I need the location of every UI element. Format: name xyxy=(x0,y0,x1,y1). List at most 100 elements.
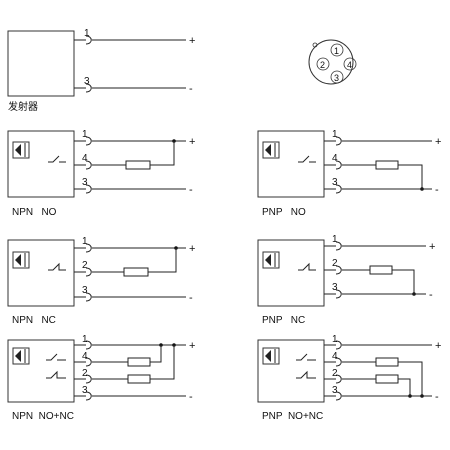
npn-no-terminal-3 xyxy=(85,184,92,194)
npn-no-minus-sign: - xyxy=(189,184,193,196)
pnp-nc-sensor-icon-arrow xyxy=(265,254,271,266)
npn-nonc-plus-sign: + xyxy=(189,340,195,352)
pnp-nonc-pin-3-label: 3 xyxy=(332,385,338,396)
pnp-no-sensor-icon-arrow xyxy=(265,144,271,156)
pnp-no-load-resistor xyxy=(375,160,399,170)
npn-nonc-switch-nc xyxy=(46,370,66,379)
pnp-nc-diagram: 1 + 2 3 - PNP NC xyxy=(257,234,435,326)
connector-outline xyxy=(308,39,354,85)
npn-nc-plus-sign: + xyxy=(189,243,195,255)
npn-nonc-pin-1-label: 1 xyxy=(82,334,88,345)
emitter-terminal-3 xyxy=(85,83,92,93)
npn-no-pin-4-label: 4 xyxy=(82,153,88,164)
npn-no-sensor-body xyxy=(7,130,75,198)
npn-nonc-terminal-4 xyxy=(85,357,92,367)
npn-no-pin-1-label: 1 xyxy=(82,129,88,140)
emitter-terminal-1 xyxy=(85,35,92,45)
pnp-nc-terminal-1 xyxy=(335,241,342,251)
npn-no-label: NPN NO xyxy=(12,207,57,218)
npn-nonc-pin-4-label: 4 xyxy=(82,351,88,362)
pnp-nc-terminal-2 xyxy=(335,265,342,275)
connector-pin-2 xyxy=(316,57,330,71)
pnp-nonc-terminal-1 xyxy=(335,340,342,350)
pnp-nonc-sensor-icon-arrow xyxy=(265,350,271,362)
pnp-nonc-label: PNP NO+NC xyxy=(262,411,323,422)
npn-no-plus-sign: + xyxy=(189,136,195,148)
pnp-nonc-switch-nc xyxy=(296,370,316,379)
pnp-nc-pin-1-label: 1 xyxy=(332,234,338,245)
connector-pin-2-label: 2 xyxy=(320,60,325,70)
pnp-nonc-plus-sign: + xyxy=(435,340,441,352)
connector-pin-1 xyxy=(330,43,344,57)
pnp-no-pin-3-label: 3 xyxy=(332,177,338,188)
npn-nc-minus-sign: - xyxy=(189,292,193,304)
npn-nc-label: NPN NC xyxy=(12,315,56,326)
npn-nonc-minus-sign: - xyxy=(189,391,193,403)
npn-nc-load-return xyxy=(148,248,177,273)
pnp-nonc-minus-sign: - xyxy=(435,391,439,403)
pnp-no-sensor-body xyxy=(257,130,325,198)
npn-no-switch xyxy=(48,155,66,163)
pnp-no-plus-sign: + xyxy=(435,136,441,148)
npn-no-terminal-4 xyxy=(85,160,92,170)
connector-pin-4 xyxy=(343,57,357,71)
pnp-nc-label: PNP NC xyxy=(262,315,305,326)
pnp-no-terminal-1 xyxy=(335,136,342,146)
npn-nonc-terminal-1 xyxy=(85,340,92,350)
npn-no-sensor-icon-arrow xyxy=(15,144,21,156)
npn-nc-terminal-1 xyxy=(85,243,92,253)
npn-nc-diagram: 1 + 2 3 - NPN NC xyxy=(7,236,195,326)
npn-nonc-sensor-icon-arrow xyxy=(15,350,21,362)
connector-pinout: 1 2 3 4 xyxy=(308,39,357,85)
npn-nonc-diagram: 1 + 4 2 3 - NPN NO+NC xyxy=(7,334,195,422)
pnp-nonc-pin-1-label: 1 xyxy=(332,334,338,345)
pnp-nonc-return-nc xyxy=(398,378,411,396)
connector-key xyxy=(312,42,318,48)
pnp-no-pin-4-label: 4 xyxy=(332,153,338,164)
pnp-nc-load-return xyxy=(392,269,415,294)
pnp-nonc-terminal-4 xyxy=(335,357,342,367)
npn-nonc-return-no xyxy=(150,345,162,363)
pnp-nonc-resistor-nc xyxy=(375,374,399,384)
emitter-plus-sign: + xyxy=(189,35,195,47)
pnp-nc-pin-3-label: 3 xyxy=(332,282,338,293)
pnp-nc-terminal-3 xyxy=(335,289,342,299)
pnp-nonc-diagram: 1 + 4 2 3 - PNP NO+NC xyxy=(257,334,441,422)
npn-nc-pin-1-label: 1 xyxy=(82,236,88,247)
npn-nc-pin-3-label: 3 xyxy=(82,285,88,296)
npn-no-terminal-1 xyxy=(85,136,92,146)
pnp-nc-pin-2-label: 2 xyxy=(332,258,338,269)
npn-nonc-pin-3-label: 3 xyxy=(82,385,88,396)
pnp-nonc-pin-4-label: 4 xyxy=(332,351,338,362)
npn-no-load-resistor xyxy=(125,160,151,170)
npn-nonc-return-nc xyxy=(150,345,175,380)
npn-no-load-return xyxy=(150,141,175,166)
connector-pin-3-label: 3 xyxy=(334,73,339,83)
npn-no-diagram: 1 + 4 3 - NPN NO xyxy=(7,129,195,218)
emitter-label: 发射器 xyxy=(8,100,38,113)
npn-nc-sensor-body xyxy=(7,239,75,307)
pnp-no-pin-1-label: 1 xyxy=(332,129,338,140)
pnp-nonc-terminal-2 xyxy=(335,374,342,384)
npn-no-pin-3-label: 3 xyxy=(82,177,88,188)
npn-nc-terminal-2 xyxy=(85,267,92,277)
pnp-nc-load-resistor xyxy=(369,265,393,275)
pnp-nonc-return-no xyxy=(398,361,423,396)
npn-nonc-resistor-no xyxy=(127,357,151,367)
pnp-nonc-switch-no xyxy=(296,353,316,361)
pnp-nc-sensor-body xyxy=(257,239,325,307)
npn-nc-load-resistor xyxy=(123,267,149,277)
pnp-no-switch xyxy=(298,155,316,163)
pnp-no-label: PNP NO xyxy=(262,207,306,218)
npn-nonc-switch-no xyxy=(46,353,66,361)
npn-nonc-pin-2-label: 2 xyxy=(82,368,88,379)
connector-pin-3 xyxy=(330,70,344,84)
pnp-no-load-return xyxy=(398,164,423,189)
pnp-nc-switch xyxy=(298,262,316,271)
pnp-nonc-terminal-3 xyxy=(335,391,342,401)
connector-pin-4-label: 4 xyxy=(347,60,352,70)
pnp-nonc-resistor-no xyxy=(375,357,399,367)
pnp-no-minus-sign: - xyxy=(435,184,439,196)
pnp-no-diagram: 1 + 4 3 - PNP NO xyxy=(257,129,441,218)
